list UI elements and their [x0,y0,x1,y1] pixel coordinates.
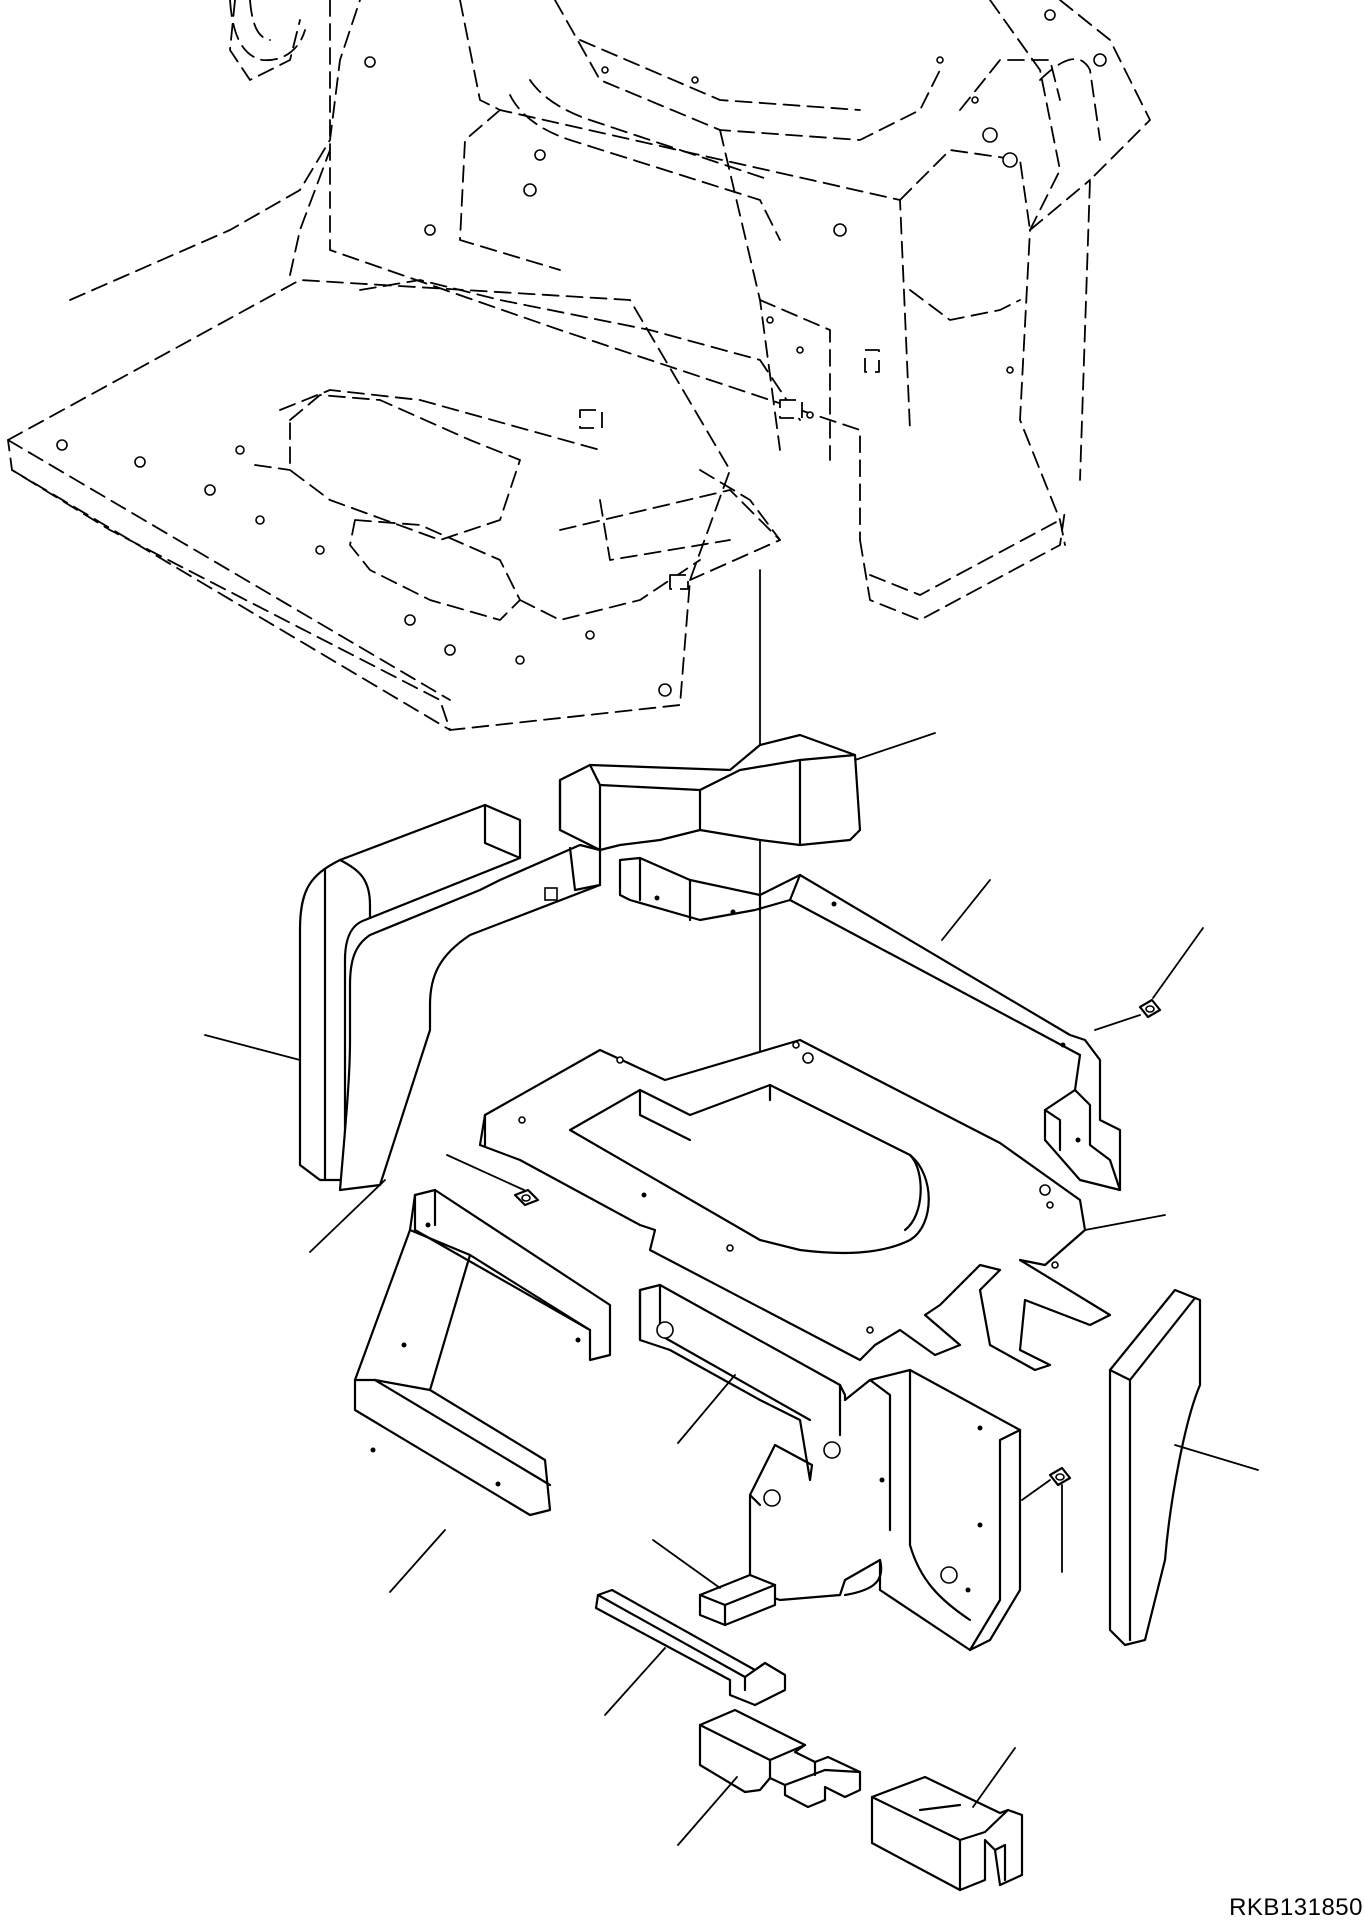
drawing-number-label: RKB131850 [1229,1894,1363,1921]
part-left-curved-panel [309,843,602,1253]
part-right-side-panel [1108,1288,1259,1647]
part-left-side-cover [204,803,522,1182]
part-l-shaped-strip [594,1588,787,1716]
part-u-channel-bracket [618,856,1141,1192]
part-small-spacer-block [652,1539,777,1627]
part-washer-upper-right [1138,927,1204,1019]
part-washer-right [1021,1466,1072,1573]
part-console-floor-plate [478,1038,1166,1372]
part-stepped-block [677,1708,862,1846]
part-washer-left [446,1154,540,1207]
part-center-bracket-plate [638,1283,1022,1652]
part-slotted-block [870,1747,1024,1892]
cab-frame-assembly [7,0,1151,731]
part-top-foam-block [558,732,936,852]
part-left-support-bracket [353,1188,612,1593]
